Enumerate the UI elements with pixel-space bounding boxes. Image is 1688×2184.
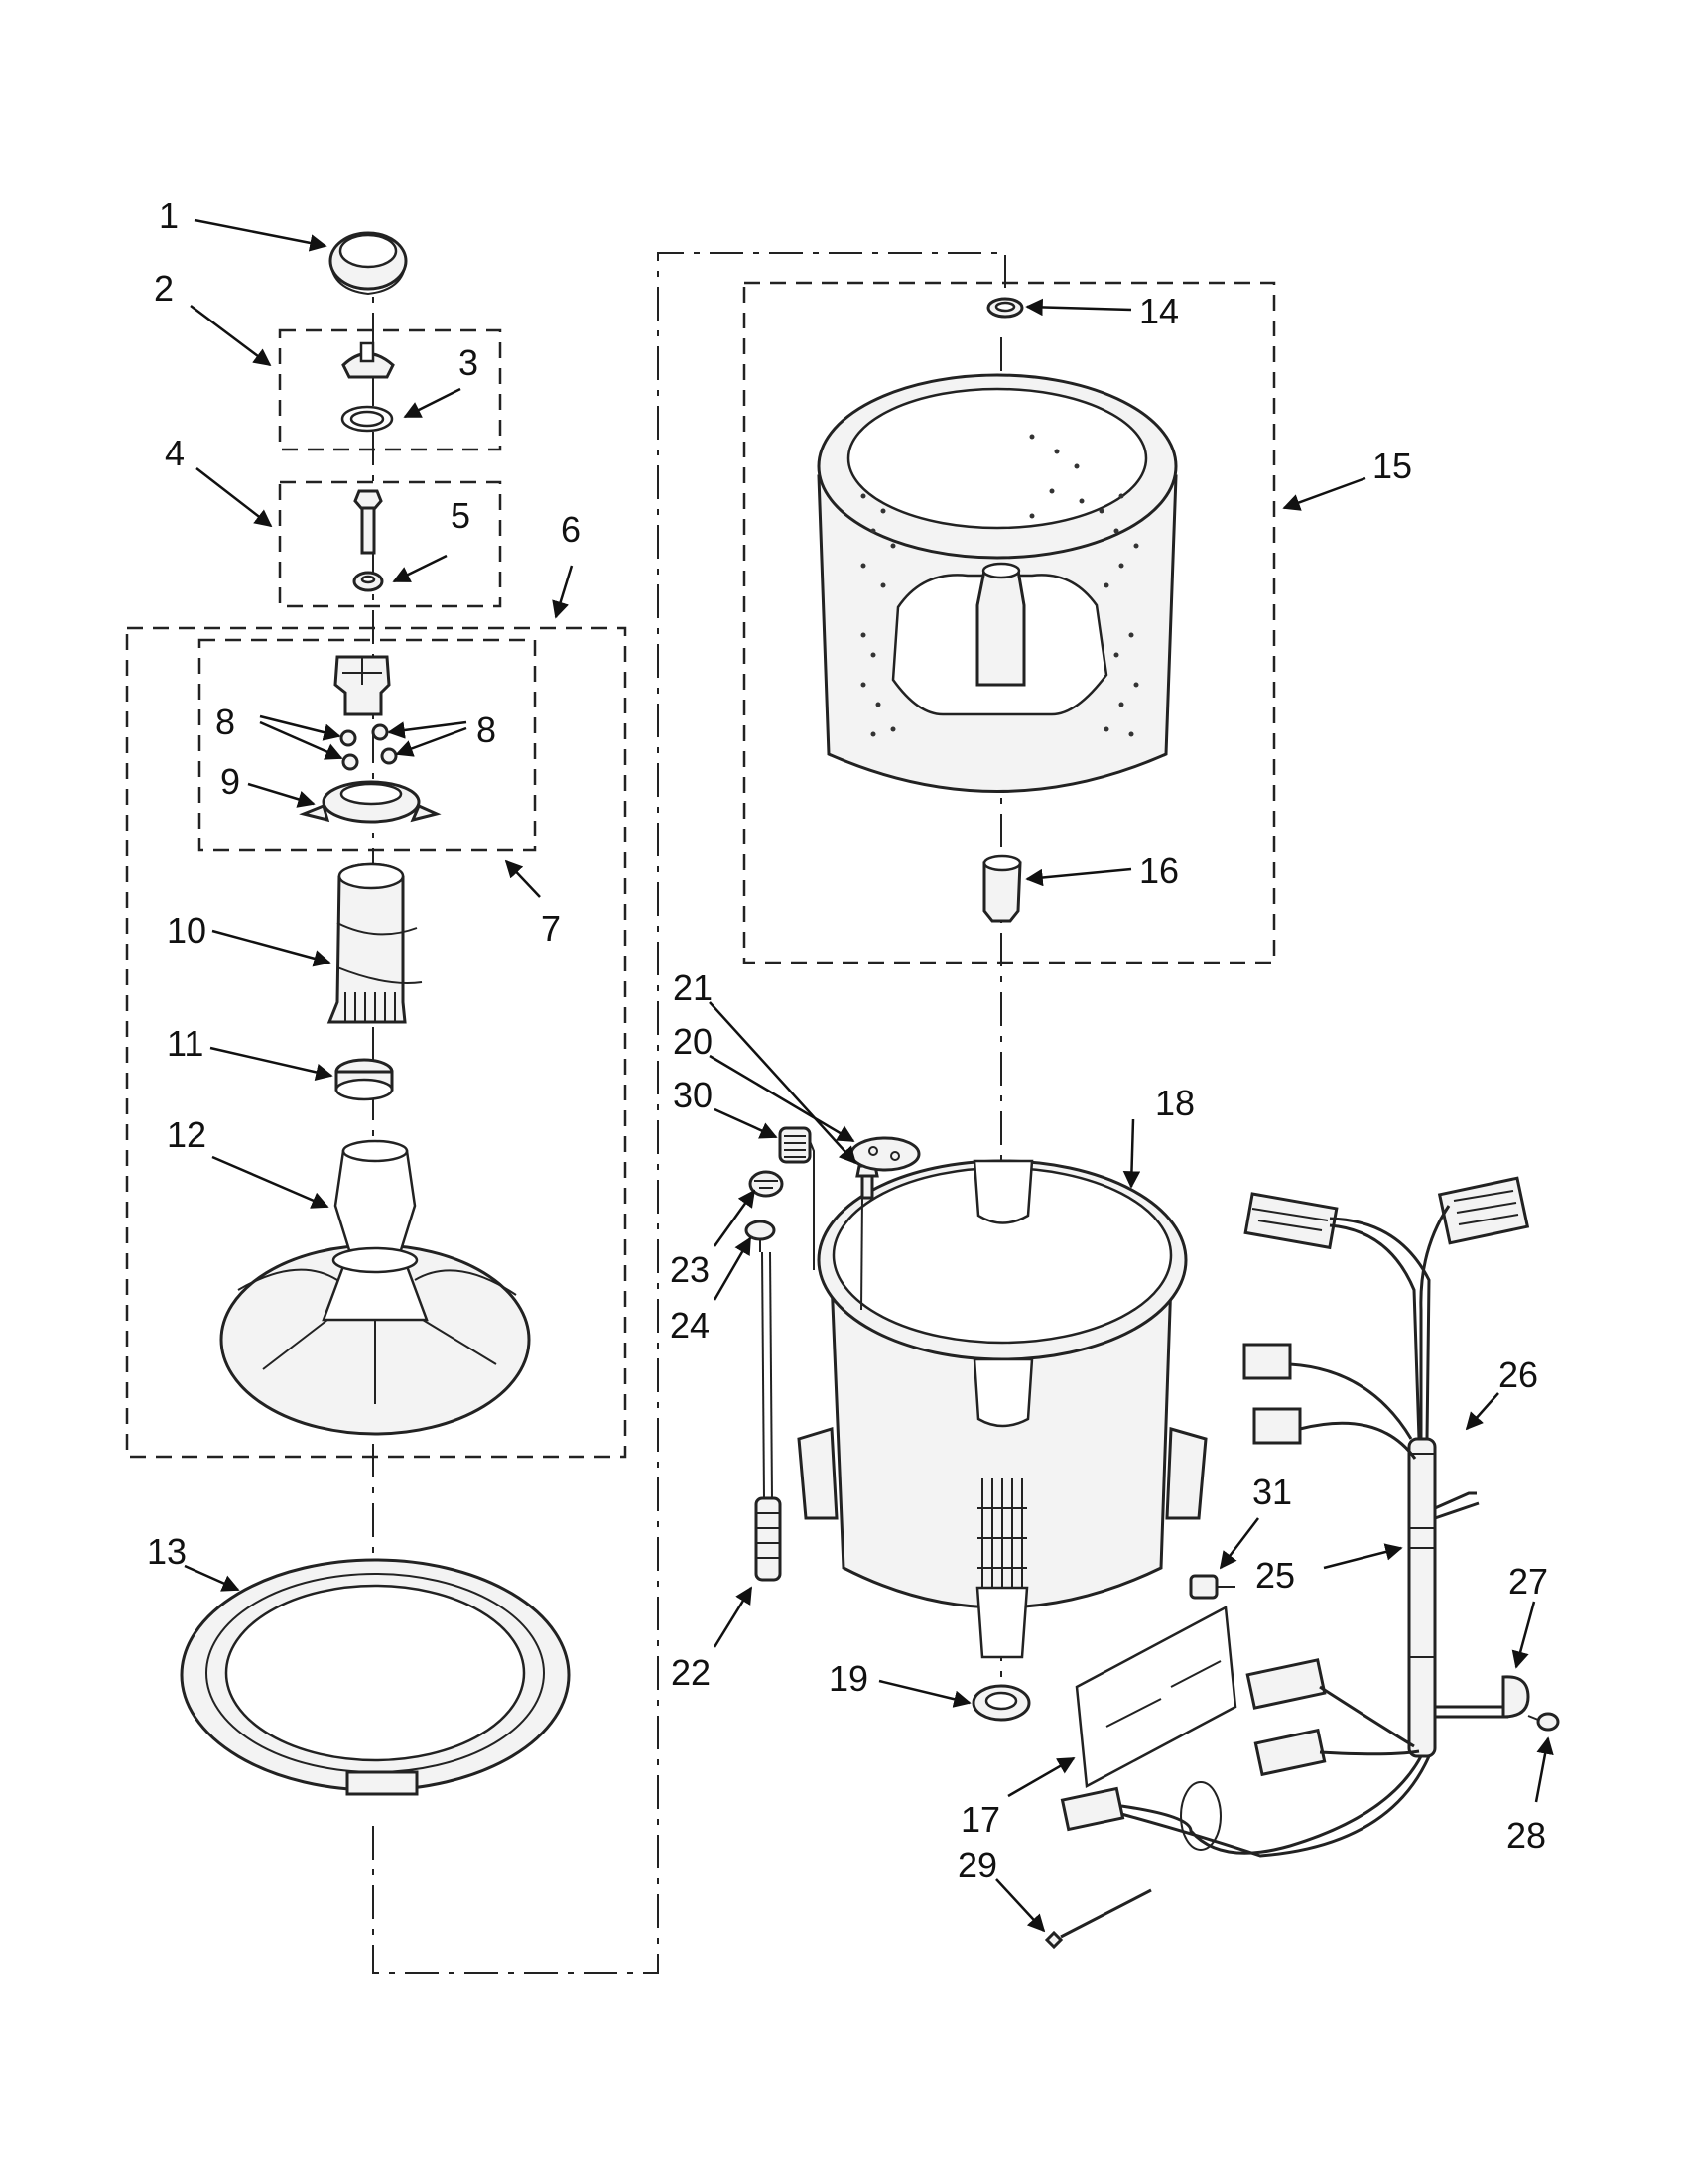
part-15-wash-basket [817, 373, 1178, 793]
part-8-dogs [339, 723, 398, 771]
callout-15: 15 [1372, 446, 1412, 486]
part-18-outer-tub [797, 1159, 1208, 1659]
part-11-bearing [334, 1058, 394, 1101]
callout-20: 20 [673, 1021, 713, 1062]
callout-19: 19 [829, 1658, 868, 1699]
callout-31: 31 [1252, 1472, 1292, 1512]
callout-8-left: 8 [215, 702, 235, 742]
callout-5: 5 [451, 495, 470, 536]
group-box-15 [742, 281, 1276, 964]
part-25-wire-harness [1060, 1176, 1530, 1858]
part-19-tub-seal [972, 1684, 1031, 1722]
part-7-cam [333, 655, 391, 716]
group-box-4 [278, 480, 502, 608]
callout-18: 18 [1155, 1083, 1195, 1123]
callout-6: 6 [561, 509, 581, 550]
callout-10: 10 [167, 910, 206, 951]
callout-12: 12 [167, 1114, 206, 1155]
callout-21: 21 [673, 967, 713, 1008]
part-30-spring [778, 1126, 863, 1311]
part-12-agitator-base [219, 1139, 531, 1436]
part-20-bracket [849, 1136, 921, 1172]
part-10-auger [326, 862, 423, 1024]
part-27-clamp [1501, 1675, 1530, 1719]
group-box-6 [125, 626, 627, 1459]
callout-24: 24 [670, 1305, 710, 1346]
callout-8-right: 8 [476, 709, 496, 750]
callout-23: 23 [670, 1249, 710, 1290]
assembly-axis-connector [372, 252, 1006, 1974]
group-box-7 [197, 638, 537, 852]
callout-7: 7 [541, 908, 561, 949]
part-17-label-plate [1075, 1606, 1237, 1788]
callout-4: 4 [165, 433, 185, 473]
callout-11: 11 [167, 1023, 203, 1064]
part-4-bolt [353, 489, 383, 555]
callout-17: 17 [961, 1799, 1000, 1840]
callout-labels: 1 2 3 4 5 6 7 8 8 9 10 11 12 13 14 15 16… [147, 195, 1548, 1885]
callout-13: 13 [147, 1531, 187, 1572]
callout-14: 14 [1139, 291, 1179, 331]
part-28-screw [1527, 1712, 1560, 1732]
part-3-o-ring [340, 405, 394, 433]
part-2-cap-assembly [341, 341, 395, 379]
part-29-cable-tie [1044, 1888, 1152, 1950]
part-22-rod [754, 1251, 782, 1582]
part-1-agitator-cap [328, 231, 408, 296]
callout-16: 16 [1139, 850, 1179, 891]
part-14-spanner-nut [986, 297, 1024, 319]
callout-28: 28 [1506, 1815, 1546, 1856]
callout-27: 27 [1508, 1561, 1548, 1602]
callout-1: 1 [159, 195, 179, 236]
leader-lines [184, 218, 1554, 1933]
callout-30: 30 [673, 1075, 713, 1115]
callout-9: 9 [220, 761, 240, 802]
callout-22: 22 [671, 1652, 711, 1693]
callout-2: 2 [154, 268, 174, 309]
part-31-check-valve [1189, 1574, 1235, 1600]
part-9-dog-retainer [299, 780, 442, 824]
callout-3: 3 [458, 342, 478, 383]
part-5-washer [352, 571, 384, 592]
part-23-cap [748, 1170, 784, 1198]
callout-25: 25 [1255, 1555, 1295, 1596]
part-16-drive-bushing [982, 854, 1022, 923]
part-24-washer [744, 1220, 776, 1252]
group-box-2 [278, 328, 502, 451]
callout-29: 29 [958, 1845, 997, 1885]
callout-26: 26 [1498, 1354, 1538, 1395]
part-13-balance-ring [180, 1558, 571, 1796]
